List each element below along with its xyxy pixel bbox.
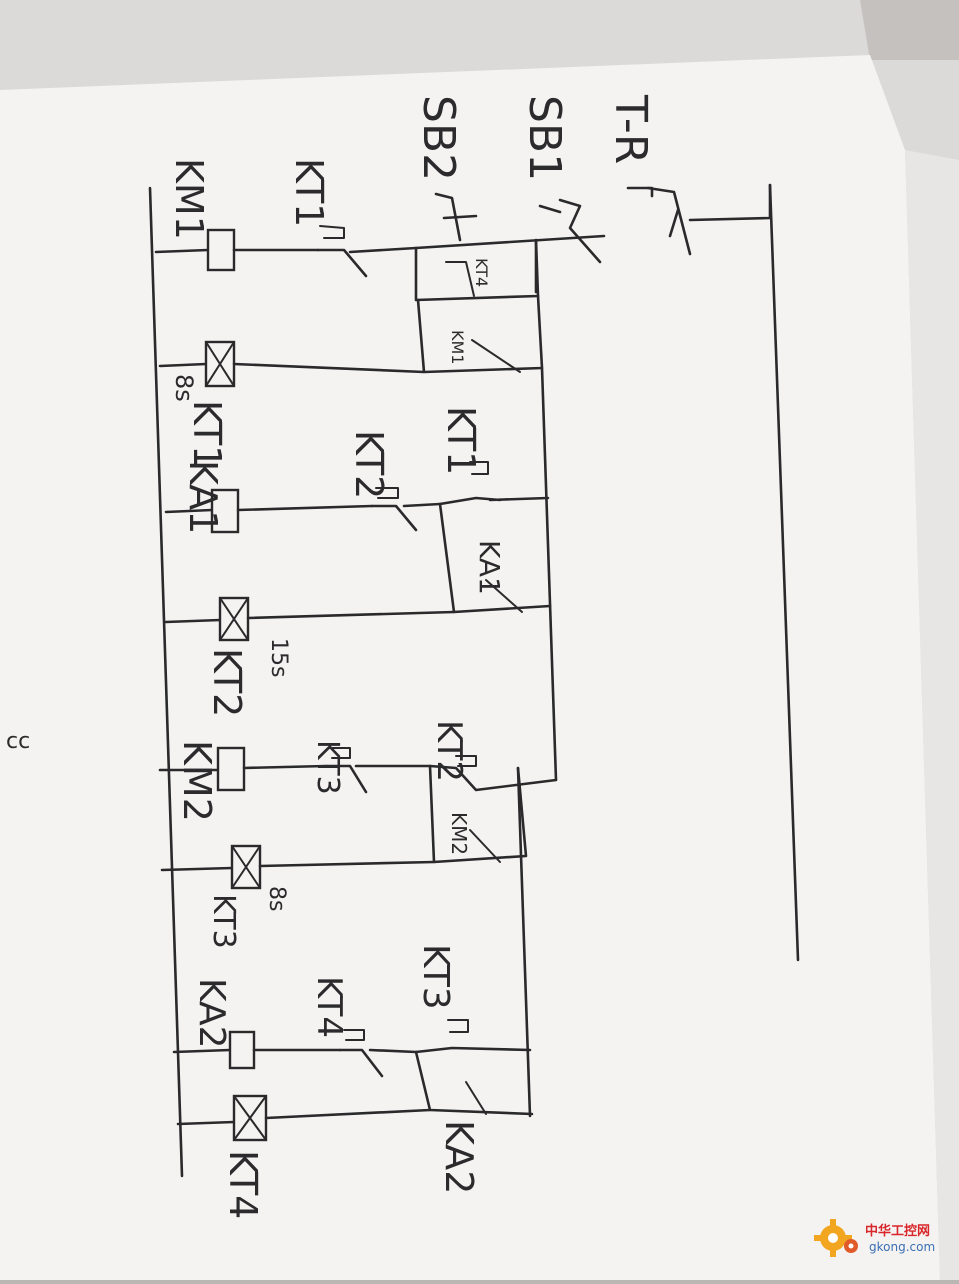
label-ka2: KA2 bbox=[191, 978, 232, 1049]
label-kt1-r1: KT1 bbox=[287, 158, 331, 227]
km2-contact bbox=[469, 829, 501, 863]
kt1-contact-r1 bbox=[316, 248, 368, 278]
supply-switches bbox=[434, 186, 692, 264]
rung-kt3: 8s KT3 bbox=[160, 844, 436, 949]
coil-km1 bbox=[206, 228, 236, 272]
rung-ka2: KA2 KT3 KT4 KA2 bbox=[172, 944, 534, 1194]
label-kt2-r5: KT2 bbox=[429, 720, 469, 782]
sb1-pushbutton bbox=[558, 198, 602, 264]
kt1-contact-r3 bbox=[488, 496, 550, 502]
sb2-pushbutton bbox=[434, 192, 462, 242]
watermark-cn: 中华工控网 bbox=[865, 1224, 931, 1239]
label-kt3-coil: KT3 bbox=[206, 894, 241, 949]
rung-km1: KT4 KM1 KM1 KT1 bbox=[154, 158, 544, 374]
watermark-en: gkong.com bbox=[869, 1240, 936, 1254]
label-ka1: KA1 bbox=[181, 460, 225, 534]
time-kt3: 8s bbox=[264, 886, 289, 911]
label-ka2-contact: KA2 bbox=[437, 1120, 481, 1194]
coil-km2 bbox=[216, 746, 246, 792]
time-kt2: 15s bbox=[266, 638, 291, 677]
margin-mark: cc bbox=[6, 729, 30, 754]
svg-text:KM2: KM2 bbox=[447, 812, 471, 855]
kt3-contact-r5 bbox=[324, 764, 368, 794]
left-rail bbox=[148, 186, 184, 1178]
rung-kt4: KT4 bbox=[176, 1094, 432, 1219]
label-km1: KM1 bbox=[167, 158, 211, 240]
rung-kt2: 15s KT2 bbox=[164, 596, 456, 717]
label-kt2-coil: KT2 bbox=[205, 648, 249, 717]
coil-ka2 bbox=[228, 1030, 256, 1070]
ka1-contact bbox=[485, 579, 523, 613]
label-kt3-r7: KT3 bbox=[415, 944, 456, 1010]
kt2-contact-r5 bbox=[428, 764, 558, 792]
right-rail bbox=[768, 183, 800, 962]
main-sheet bbox=[0, 55, 940, 1280]
header-labels: T-R SB1 SB2 bbox=[413, 94, 656, 181]
kt2-contact-r3 bbox=[370, 504, 418, 532]
kt3-contact-r7 bbox=[414, 1046, 532, 1054]
tr-contact bbox=[646, 186, 692, 256]
kt4-contact-r1 bbox=[445, 261, 475, 297]
label-kt2-r3: KT2 bbox=[347, 430, 391, 499]
label-kt1-coil: KT1 bbox=[185, 400, 229, 469]
label-sb1: SB1 bbox=[519, 95, 570, 181]
label-kt4-coil: KT4 bbox=[221, 1150, 265, 1219]
label-kt4-r7: KT4 bbox=[309, 976, 349, 1038]
rung-km2: KM2 KT2 KT3 KM2 bbox=[158, 720, 558, 1118]
label-ka1-contact: KA1 bbox=[473, 540, 506, 595]
gear-icon bbox=[814, 1219, 858, 1257]
svg-text:KM1: KM1 bbox=[448, 330, 467, 364]
km1-contact bbox=[471, 339, 521, 373]
svg-text:KT4: KT4 bbox=[472, 258, 491, 287]
time-kt1: 8s bbox=[170, 374, 198, 402]
label-km2: KM2 bbox=[175, 740, 219, 822]
watermark-logo: 中华工控网 gkong.com bbox=[813, 1212, 941, 1266]
label-kt3-r5: KT3 bbox=[310, 740, 345, 795]
label-kt1-r3: KT1 bbox=[439, 406, 483, 475]
ka2-contact bbox=[465, 1081, 487, 1115]
rung-kt1: 8s KT1 bbox=[158, 340, 426, 469]
label-tr: T-R bbox=[605, 94, 656, 164]
kt4-contact-r7 bbox=[338, 1048, 384, 1078]
label-sb2: SB2 bbox=[413, 95, 464, 181]
